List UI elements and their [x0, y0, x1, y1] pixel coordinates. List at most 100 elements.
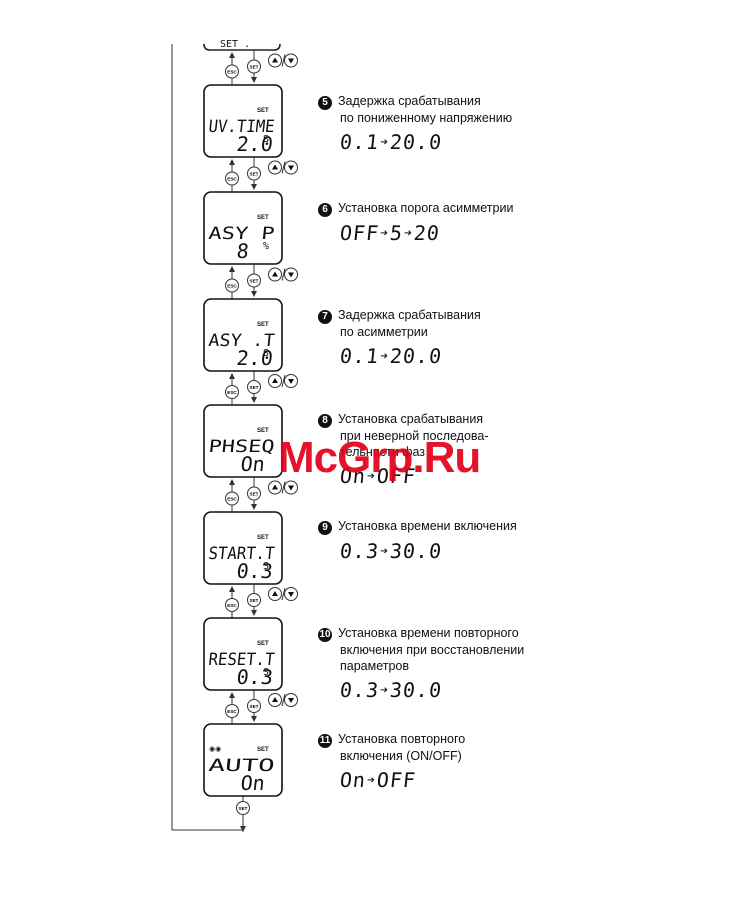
lcd-value: On	[239, 452, 266, 476]
lcd-code: ASY .T	[207, 331, 275, 351]
top-screen-text: SET .	[220, 39, 250, 50]
down-arrow-icon	[288, 165, 294, 171]
lcd-value: 2.0	[235, 346, 274, 370]
set-button[interactable]: SET	[236, 801, 250, 815]
right-arrow-icon: ➔	[403, 226, 414, 241]
connector: ESC SET	[225, 50, 298, 85]
up-down-buttons[interactable]	[268, 160, 298, 175]
value-range: On➔OFF	[339, 768, 418, 792]
up-down-buttons[interactable]	[268, 267, 298, 282]
description-text: Установка повторного	[338, 732, 466, 746]
lcd-value: 0.3	[235, 665, 274, 689]
connector: ESC SET	[225, 264, 298, 299]
description-text: Задержка срабатывания	[338, 308, 481, 322]
svg-text:ESC: ESC	[227, 70, 237, 75]
description-line: тельности фаз	[318, 444, 558, 460]
step-number: 8	[318, 414, 332, 428]
set-indicator: SET	[257, 322, 269, 328]
lcd-unit: S	[263, 561, 269, 572]
lcd-code: UV.TIME	[207, 117, 275, 137]
range-value: 20.0	[388, 130, 444, 154]
esc-button[interactable]: ESC	[225, 64, 239, 79]
esc-button[interactable]: ESC	[225, 704, 239, 718]
watermark: McGrp.Ru	[278, 433, 481, 482]
description-text: Установка порога асимметрии	[338, 201, 514, 215]
lcd-code: ASY P	[207, 224, 275, 244]
up-down-buttons[interactable]	[268, 693, 298, 707]
right-arrow-icon: ➔	[379, 135, 390, 150]
svg-text:ESC: ESC	[227, 284, 237, 289]
svg-text:SET: SET	[250, 65, 259, 70]
description-line: параметров	[318, 658, 558, 674]
set-button[interactable]: SET	[247, 593, 261, 607]
description-text: тельности фаз	[340, 445, 426, 459]
up-down-buttons[interactable]	[268, 480, 298, 495]
set-indicator: SET	[257, 428, 269, 434]
up-down-buttons[interactable]	[268, 53, 298, 68]
range-value: 30.0	[388, 678, 444, 702]
lcd-code: RESET.T	[207, 650, 275, 670]
right-arrow-icon: ➔	[379, 226, 390, 241]
set-button[interactable]: SET	[247, 273, 261, 288]
set-indicator: SET	[257, 535, 269, 541]
right-arrow-icon: ➔	[379, 544, 390, 559]
lcd-code: PHSEQ	[207, 437, 275, 457]
down-arrow-icon	[288, 58, 294, 64]
step-number: 5	[318, 96, 332, 110]
connector: ESC SET	[225, 584, 298, 618]
down-arrow-icon	[288, 698, 294, 703]
lcd-unit: S	[263, 134, 269, 145]
up-down-buttons[interactable]	[268, 587, 298, 601]
top-screen-partial	[203, 43, 281, 51]
lcd-unit: %	[263, 241, 269, 252]
up-arrow-icon	[272, 378, 278, 383]
set-button[interactable]: SET	[247, 486, 261, 501]
range-value: 30.0	[388, 539, 444, 563]
esc-button[interactable]: ESC	[225, 278, 239, 293]
description-text: Установка времени включения	[338, 519, 517, 533]
up-arrow-icon	[272, 591, 278, 596]
lcd-value: On	[239, 771, 266, 795]
svg-text:SET: SET	[239, 806, 248, 811]
svg-text:ESC: ESC	[227, 177, 237, 182]
lcd-value: 2.0	[235, 132, 274, 156]
set-button[interactable]: SET	[247, 166, 261, 181]
up-arrow-icon	[272, 484, 278, 490]
description-line: при неверной последова-	[318, 428, 558, 444]
step-number: 11	[318, 734, 332, 748]
connector: ESC SET	[225, 477, 298, 512]
set-indicator: SET	[257, 641, 269, 647]
esc-button[interactable]: ESC	[225, 385, 239, 399]
set-indicator: SET	[257, 747, 269, 753]
description-line: включения при восстановлении	[318, 642, 558, 658]
range-value: 0.3	[338, 539, 381, 563]
description-text: Установка времени повторного	[338, 626, 519, 640]
step-number: 7	[318, 310, 332, 324]
step-number: 10	[318, 628, 332, 642]
range-value: 0.1	[338, 344, 381, 368]
description-text: по асимметрии	[340, 325, 428, 339]
lcd-code: AUTO	[207, 756, 275, 776]
esc-button[interactable]: ESC	[225, 491, 239, 506]
set-button[interactable]: SET	[247, 59, 261, 74]
set-button[interactable]: SET	[247, 380, 261, 394]
up-down-buttons[interactable]	[268, 374, 298, 388]
svg-text:SET: SET	[250, 598, 259, 603]
esc-button[interactable]: ESC	[225, 171, 239, 186]
description-line: по асимметрии	[318, 324, 558, 340]
set-indicator: SET	[257, 108, 269, 114]
setting-description: 7 Задержка срабатывания по асимметрии	[318, 307, 558, 340]
down-arrow-icon	[288, 272, 294, 278]
set-button[interactable]: SET	[247, 699, 261, 713]
up-arrow-icon	[272, 57, 278, 63]
connector: ESC SET	[225, 371, 298, 405]
esc-button[interactable]: ESC	[225, 598, 239, 612]
